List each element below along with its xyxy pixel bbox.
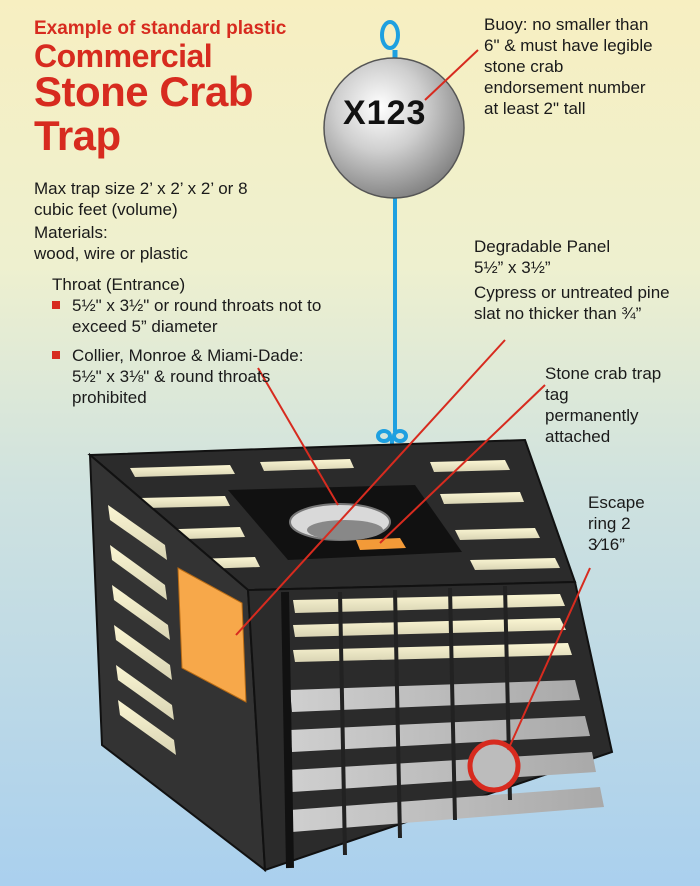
leader-lines <box>235 49 591 751</box>
bullet-square-icon <box>52 351 60 359</box>
materials-label: Materials: <box>34 223 108 242</box>
degradable-panel <box>177 567 247 703</box>
throat-bullet-1: 5½" x 3½" or round throats not to exceed… <box>52 295 322 337</box>
materials-value: wood, wire or plastic <box>34 244 189 263</box>
leader-throat <box>257 367 339 506</box>
trap-left-side <box>88 452 267 873</box>
panel-detail: Cypress or untreated pine slat no thicke… <box>474 283 670 323</box>
title-line1: Example of standard plastic <box>34 18 287 39</box>
escape-ring-icon <box>467 739 521 793</box>
panel-heading: Degradable Panel 5½” x 3½” <box>474 237 611 277</box>
rope-loop-icon <box>380 20 400 50</box>
throat-heading: Throat (Entrance) <box>52 275 186 294</box>
leader-escape <box>507 567 591 751</box>
leader-tag <box>379 384 546 544</box>
buoy-label: X123 <box>343 94 427 132</box>
throat-bullet-2: Collier, Monroe & Miami-Dade: 5½" x 3⅛" … <box>52 345 332 408</box>
title-line3: Stone Crab Trap <box>34 68 254 159</box>
leader-panel <box>235 339 506 636</box>
trap-front <box>246 580 614 872</box>
buoy-note: Buoy: no smaller than 6" & must have leg… <box>484 15 653 118</box>
trap-tag-note: Stone crab trap tag permanently attached <box>545 364 662 446</box>
bullet-square-icon <box>52 301 60 309</box>
escape-ring-note: Escape ring 2 3⁄16” <box>588 493 645 554</box>
leader-buoy <box>424 49 479 101</box>
buoy <box>323 57 465 199</box>
trap-size-spec: Max trap size 2’ x 2’ x 2’ or 8 cubic fe… <box>34 179 248 219</box>
title-line2: Commercial <box>34 38 213 74</box>
